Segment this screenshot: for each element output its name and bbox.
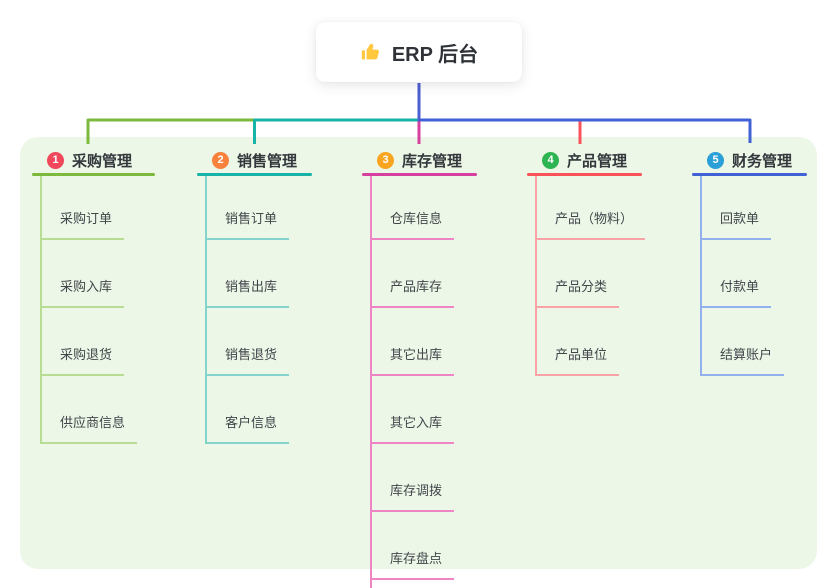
child-item[interactable]: 销售订单: [207, 176, 290, 240]
branch-underline: [32, 173, 155, 176]
child-label: 库存盘点: [390, 551, 443, 566]
branch-title[interactable]: 1 采购管理: [47, 148, 155, 173]
branch-children: 回款单 付款单 结算账户: [700, 176, 785, 376]
branch-label: 采购管理: [72, 153, 133, 170]
child-item[interactable]: 销售出库: [207, 240, 290, 308]
child-label: 产品分类: [555, 279, 608, 294]
branch-purchase: 1 采购管理 采购订单 采购入库 采购退货 供应商信息: [32, 148, 155, 444]
branch-title[interactable]: 5 财务管理: [707, 148, 807, 173]
child-label: 回款单: [720, 211, 760, 226]
child-item[interactable]: 采购退货: [42, 308, 125, 376]
child-item[interactable]: 供应商信息: [42, 376, 138, 444]
child-item[interactable]: 产品库存: [372, 240, 455, 308]
child-label: 产品单位: [555, 347, 608, 362]
child-label: 付款单: [720, 279, 760, 294]
child-label: 仓库信息: [390, 211, 443, 226]
child-item[interactable]: 结算账户: [702, 308, 785, 376]
child-item[interactable]: 其它入库: [372, 376, 455, 444]
child-item[interactable]: 回款单: [702, 176, 772, 240]
child-item[interactable]: 产品（物料）: [537, 176, 646, 240]
child-label: 结算账户: [720, 347, 773, 362]
branch-product: 4 产品管理 产品（物料） 产品分类 产品单位: [527, 148, 646, 376]
branch-number-badge: 3: [377, 152, 394, 169]
child-label: 产品库存: [390, 279, 443, 294]
child-item[interactable]: 库存调拨: [372, 444, 455, 512]
branch-number-badge: 5: [707, 152, 724, 169]
branch-underline: [362, 173, 477, 176]
child-label: 销售订单: [225, 211, 278, 226]
branch-title[interactable]: 2 销售管理: [212, 148, 312, 173]
child-label: 销售退货: [225, 347, 278, 362]
branch-title[interactable]: 4 产品管理: [542, 148, 645, 173]
child-item[interactable]: 客户信息: [207, 376, 290, 444]
branch-underline: [197, 173, 312, 176]
child-item[interactable]: 其它出库: [372, 308, 455, 376]
child-item[interactable]: 库存盘点: [372, 512, 455, 580]
branch-label: 销售管理: [237, 153, 298, 170]
child-label: 客户信息: [225, 415, 278, 430]
child-item[interactable]: 仓库信息: [372, 176, 455, 240]
child-label: 供应商信息: [60, 415, 126, 430]
branch-children: 仓库信息 产品库存 其它出库 其它入库 库存调拨 库存盘点 出库库明细: [370, 176, 467, 588]
child-label: 其它入库: [390, 415, 443, 430]
branch-label: 产品管理: [567, 153, 628, 170]
branch-children: 销售订单 销售出库 销售退货 客户信息: [205, 176, 290, 444]
branch-label: 财务管理: [732, 153, 793, 170]
branches-panel: [20, 137, 817, 569]
child-item[interactable]: 采购入库: [42, 240, 125, 308]
root-node[interactable]: ERP 后台: [316, 22, 522, 82]
root-label: ERP 后台: [391, 43, 479, 66]
child-label: 产品（物料）: [555, 211, 634, 226]
child-item[interactable]: 采购订单: [42, 176, 125, 240]
branch-finance: 5 财务管理 回款单 付款单 结算账户: [692, 148, 807, 376]
branch-children: 产品（物料） 产品分类 产品单位: [535, 176, 646, 376]
branch-sales: 2 销售管理 销售订单 销售出库 销售退货 客户信息: [197, 148, 312, 444]
branch-underline: [692, 173, 807, 176]
child-item[interactable]: 产品分类: [537, 240, 620, 308]
branch-label: 库存管理: [402, 153, 463, 170]
branch-number-badge: 2: [212, 152, 229, 169]
branch-inventory: 3 库存管理 仓库信息 产品库存 其它出库 其它入库 库存调拨 库存盘点 出库库…: [362, 148, 477, 588]
child-item[interactable]: 销售退货: [207, 308, 290, 376]
branch-underline: [527, 173, 642, 176]
child-item[interactable]: 付款单: [702, 240, 772, 308]
child-label: 库存调拨: [390, 483, 443, 498]
branch-title[interactable]: 3 库存管理: [377, 148, 477, 173]
child-label: 采购订单: [60, 211, 113, 226]
child-label: 其它出库: [390, 347, 443, 362]
child-label: 销售出库: [225, 279, 278, 294]
thumbs-up-icon: [360, 41, 382, 63]
child-label: 采购入库: [60, 279, 113, 294]
branch-number-badge: 1: [47, 152, 64, 169]
child-item[interactable]: 产品单位: [537, 308, 620, 376]
child-label: 采购退货: [60, 347, 113, 362]
child-item[interactable]: 出库库明细: [372, 580, 467, 588]
branch-number-badge: 4: [542, 152, 559, 169]
branch-children: 采购订单 采购入库 采购退货 供应商信息: [40, 176, 138, 444]
